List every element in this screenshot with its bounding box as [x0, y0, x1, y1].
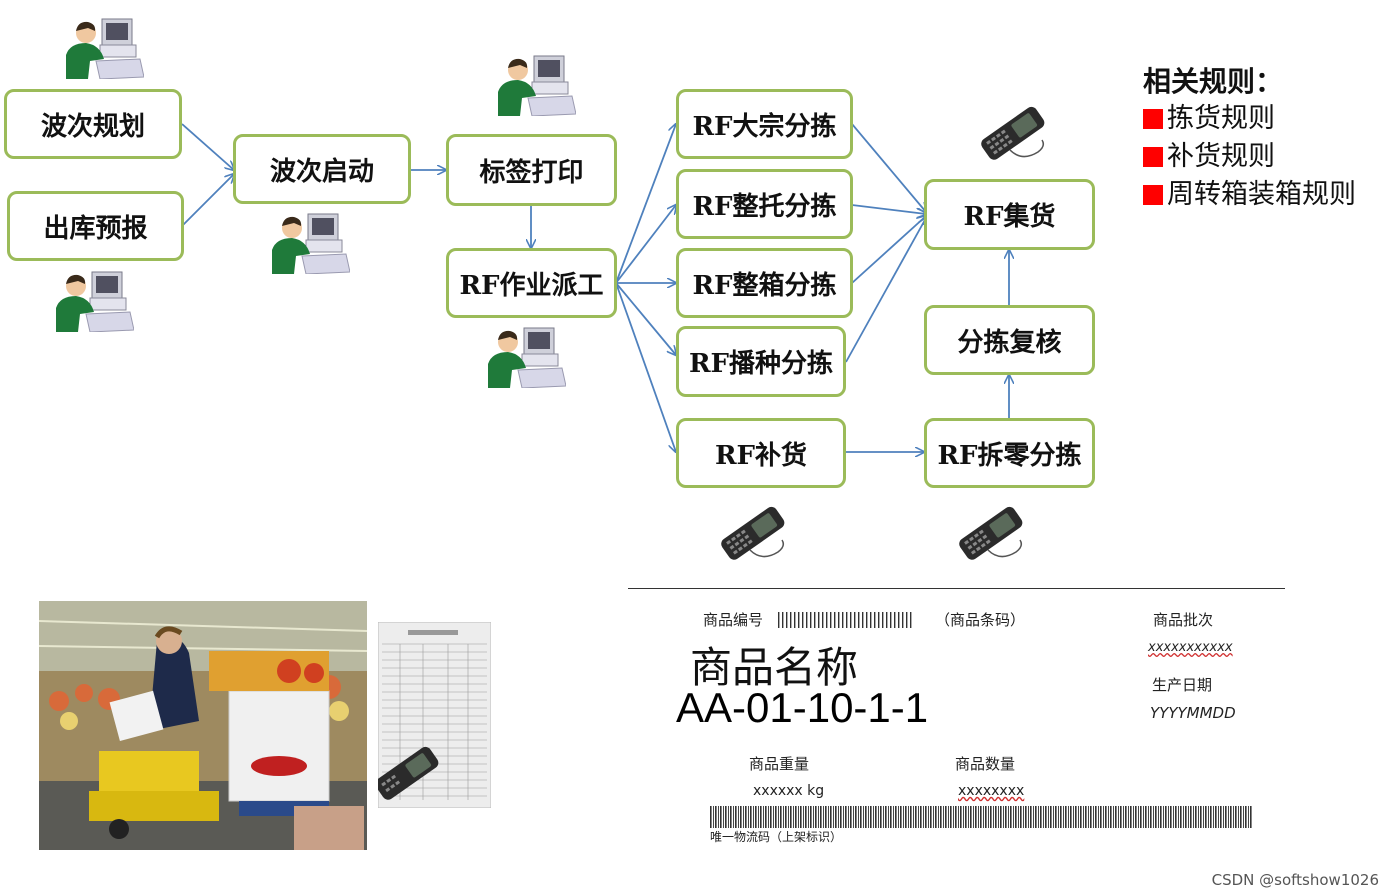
node-rf-bulk-pick: RF大宗分拣: [676, 89, 853, 159]
red-square-bullet-icon: [1143, 185, 1163, 205]
node-wave-plan: 波次规划: [4, 89, 182, 159]
red-square-bullet-icon: [1143, 147, 1163, 167]
arrow-forecast-to-start: [181, 174, 234, 227]
product-barcode: [778, 612, 912, 628]
unique-logistics-barcode: [710, 806, 1252, 828]
product-code-label: 商品编号: [703, 611, 764, 629]
arrow-dispatch-to-bulk: [615, 124, 676, 284]
node-rf-seed-pick: RF播种分拣: [676, 326, 846, 397]
operator-computer-icon: [66, 18, 144, 79]
operator-computer-icon: [56, 271, 134, 332]
warehouse-picking-photo: [39, 601, 367, 850]
rules-title: 相关规则：: [1143, 65, 1284, 98]
rf-scanner-icon: [721, 506, 785, 560]
arrow-dispatch-to-replenish: [615, 282, 676, 452]
location-code: AA-01-10-1-1: [676, 684, 929, 731]
rule-item: 拣货规则: [1143, 100, 1356, 138]
arrow-dispatch-to-seed: [615, 282, 676, 355]
operator-computer-icon: [498, 55, 576, 116]
unique-code-label: 唯一物流码（上架标识）: [710, 830, 843, 844]
red-square-bullet-icon: [1143, 109, 1163, 129]
node-rf-case-pick: RF整箱分拣: [676, 248, 853, 318]
node-outbound-forecast: 出库预报: [7, 191, 184, 261]
node-rf-dispatch: RF作业派工: [446, 248, 617, 318]
watermark: CSDN @softshow1026: [1211, 871, 1379, 889]
batch-value: xxxxxxxxxxx: [1148, 640, 1233, 655]
arrow-seed-to-collect: [845, 218, 926, 363]
production-date-label: 生产日期: [1152, 676, 1213, 694]
quantity-value: xxxxxxxx: [958, 783, 1025, 799]
product-location-label: 商品编号 （商品条码） 商品批次 xxxxxxxxxxx 商品名称 AA-01-…: [628, 588, 1285, 858]
arrow-pallet-to-collect: [851, 204, 926, 214]
arrow-bulk-to-collect: [851, 123, 926, 212]
arrow-dispatch-to-pallet: [615, 205, 676, 284]
label-top-rule: [628, 588, 1285, 589]
barcode-note: （商品条码）: [935, 611, 1026, 629]
node-wave-start: 波次启动: [233, 134, 411, 204]
operator-computer-icon: [488, 327, 566, 388]
rule-item: 补货规则: [1143, 138, 1356, 176]
rf-scanner-icon: [959, 506, 1023, 560]
node-label-print: 标签打印: [446, 134, 617, 206]
rf-scanner-icon: [981, 106, 1045, 160]
quantity-label: 商品数量: [955, 755, 1016, 773]
arrow-case-to-collect: [851, 216, 926, 284]
rule-item: 周转箱装箱规则: [1143, 176, 1356, 214]
production-date-value: YYYYMMDD: [1150, 704, 1236, 722]
operator-computer-icon: [272, 213, 350, 274]
node-rf-piece-pick: RF拆零分拣: [924, 418, 1095, 488]
node-rf-replenish: RF补货: [676, 418, 846, 488]
batch-label: 商品批次: [1153, 611, 1214, 629]
weight-label: 商品重量: [749, 755, 810, 773]
related-rules: 相关规则： 拣货规则 补货规则 周转箱装箱规则: [1143, 64, 1356, 214]
arrow-wave-plan-to-start: [181, 123, 234, 170]
node-pick-review: 分拣复核: [924, 305, 1095, 375]
node-rf-collect: RF集货: [924, 179, 1095, 250]
weight-value: xxxxxx kg: [753, 783, 825, 799]
product-name: 商品名称: [690, 643, 859, 692]
node-rf-pallet-pick: RF整托分拣: [676, 169, 853, 239]
picking-list-sheet: [378, 622, 491, 808]
